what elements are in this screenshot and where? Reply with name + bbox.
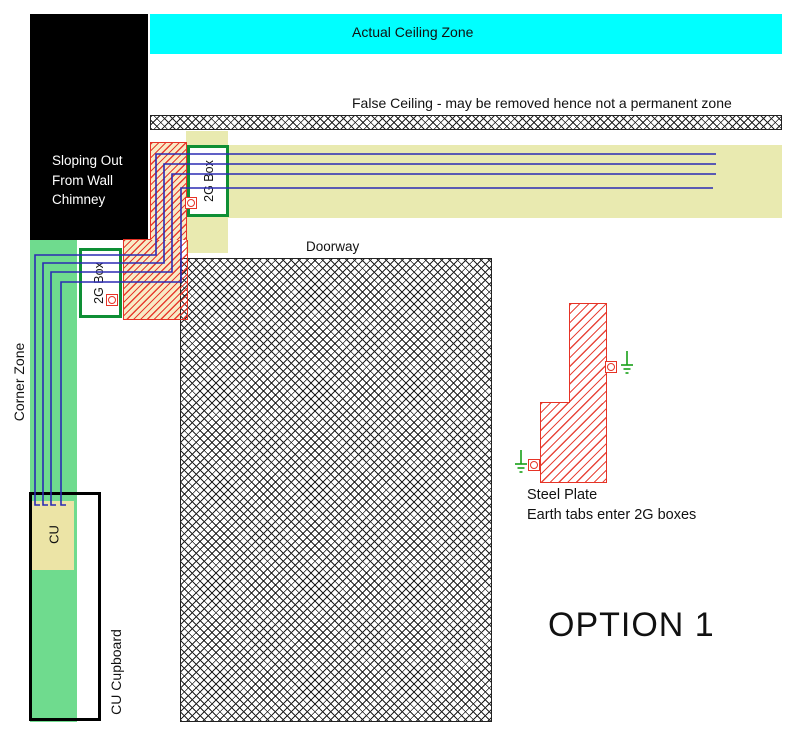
- chimney-drop-hatch-upper: [150, 142, 187, 240]
- earth-tab-circle-icon: [530, 461, 538, 469]
- actual-ceiling-zone-label: Actual Ceiling Zone: [352, 24, 474, 40]
- steel-plate-note: Earth tabs enter 2G boxes: [527, 507, 697, 523]
- earth-tab-icon: [106, 294, 118, 306]
- doorway-hatch-area: [180, 258, 492, 722]
- chimney-drop-step-line: [123, 239, 150, 240]
- false-ceiling-hatch-strip: [150, 115, 782, 130]
- chimney-drop-hatch-lower: [123, 240, 180, 320]
- steel-plate-step-line: [540, 402, 569, 403]
- cu-cupboard-label: CU Cupboard: [108, 629, 124, 715]
- steel-plate-label: Steel Plate: [527, 487, 598, 503]
- chimney-label-line3: Chimney: [52, 192, 106, 207]
- earth-ground-icon: [621, 351, 633, 374]
- earth-tab-icon: [528, 459, 540, 471]
- steel-plate-lower: [540, 403, 607, 483]
- chimney-label-line2: From Wall: [52, 172, 113, 188]
- earth-tab-circle-icon: [187, 199, 195, 207]
- earth-ground-icon: [515, 450, 527, 473]
- chimney-label: Sloping Out From Wall Chimney: [52, 151, 123, 210]
- chimney-label-line1: Sloping Out: [52, 153, 123, 168]
- 2g-box-2-label: 2G Box: [92, 262, 106, 304]
- earth-tab-circle-icon: [108, 296, 116, 304]
- option-title: OPTION 1: [548, 606, 715, 644]
- chimney-drop-hatch-overlap: [180, 240, 188, 320]
- earth-tab-icon: [605, 361, 617, 373]
- steel-plate-upper: [569, 303, 607, 403]
- earth-tab-icon: [185, 197, 197, 209]
- earth-tab-circle-icon: [607, 363, 615, 371]
- false-ceiling-label: False Ceiling - may be removed hence not…: [352, 95, 732, 111]
- cu-label: CU: [46, 525, 62, 544]
- corner-zone-label: Corner Zone: [11, 342, 27, 422]
- ceiling-void-zone-band: [228, 145, 782, 218]
- doorway-label: Doorway: [306, 239, 360, 254]
- actual-ceiling-zone-bar: [150, 14, 782, 54]
- cu-unit: [32, 501, 74, 570]
- 2g-box-1-label: 2G Box: [202, 160, 216, 202]
